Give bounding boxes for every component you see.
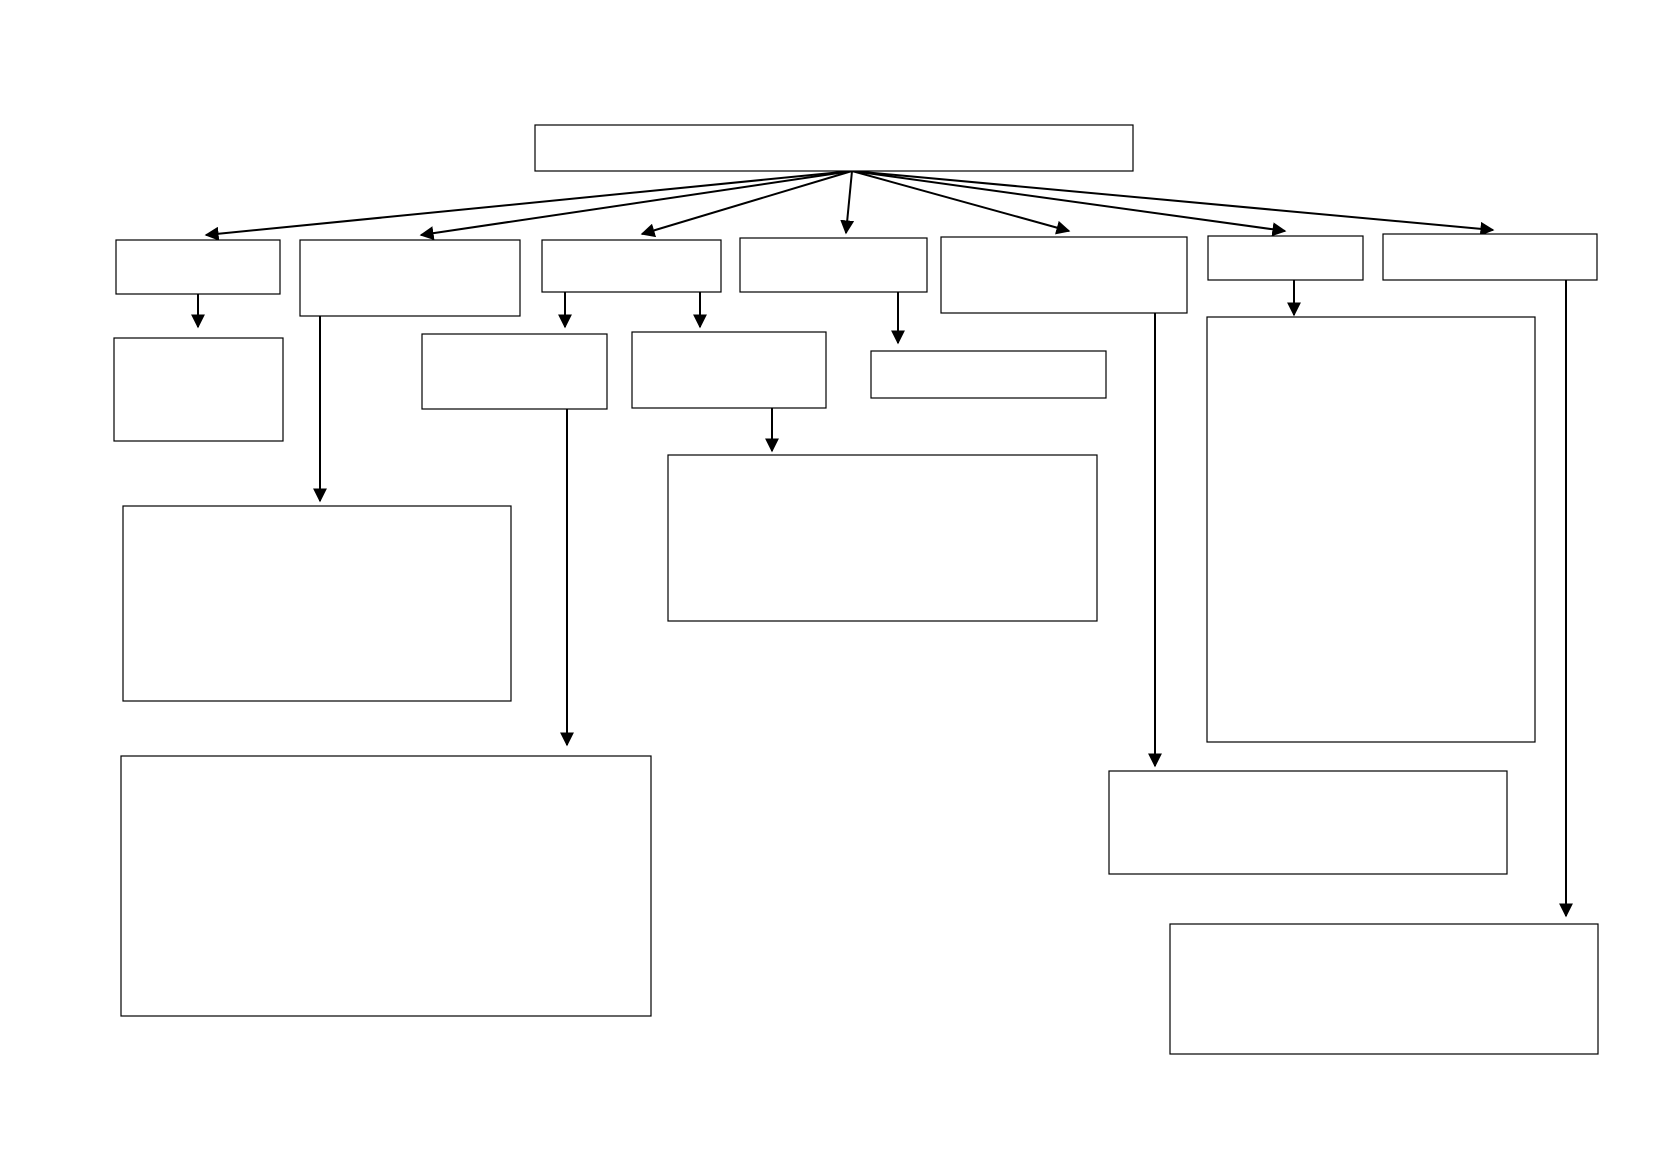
connector-root-to-branch-6 bbox=[851, 170, 1287, 237]
connector-root-to-branch-7 bbox=[851, 170, 1495, 236]
branch-5-child-node bbox=[1108, 770, 1508, 875]
branch-3-node bbox=[541, 239, 722, 293]
branch-4-child-node bbox=[870, 350, 1107, 399]
branch-3-child-a-grandchild-node bbox=[120, 755, 652, 1017]
connector-root-to-branch-1 bbox=[204, 170, 853, 241]
root-node bbox=[534, 124, 1134, 172]
branch-4-node bbox=[739, 237, 928, 293]
branch-6-child-node bbox=[1206, 316, 1536, 743]
branch-2-node bbox=[299, 239, 521, 317]
branch-1-node bbox=[115, 239, 281, 295]
connector-root-to-branch-5 bbox=[851, 170, 1071, 235]
branch-3-child-b-node bbox=[631, 331, 827, 409]
branch-1-child-node bbox=[113, 337, 284, 442]
connectors bbox=[191, 170, 1573, 918]
branch-7-child-node bbox=[1169, 923, 1599, 1055]
nodes bbox=[113, 124, 1599, 1055]
connector-root-to-branch-4 bbox=[840, 170, 855, 235]
branch-6-node bbox=[1207, 235, 1364, 281]
branch-3-child-b-grandchild-node bbox=[667, 454, 1098, 622]
branch-5-node bbox=[940, 236, 1188, 314]
connector-root-to-branch-2 bbox=[419, 170, 853, 241]
branch-3-child-a-node bbox=[421, 333, 608, 410]
branch-7-node bbox=[1382, 233, 1598, 281]
branch-2-child-node bbox=[122, 505, 512, 702]
connector-root-to-branch-3 bbox=[640, 170, 853, 238]
